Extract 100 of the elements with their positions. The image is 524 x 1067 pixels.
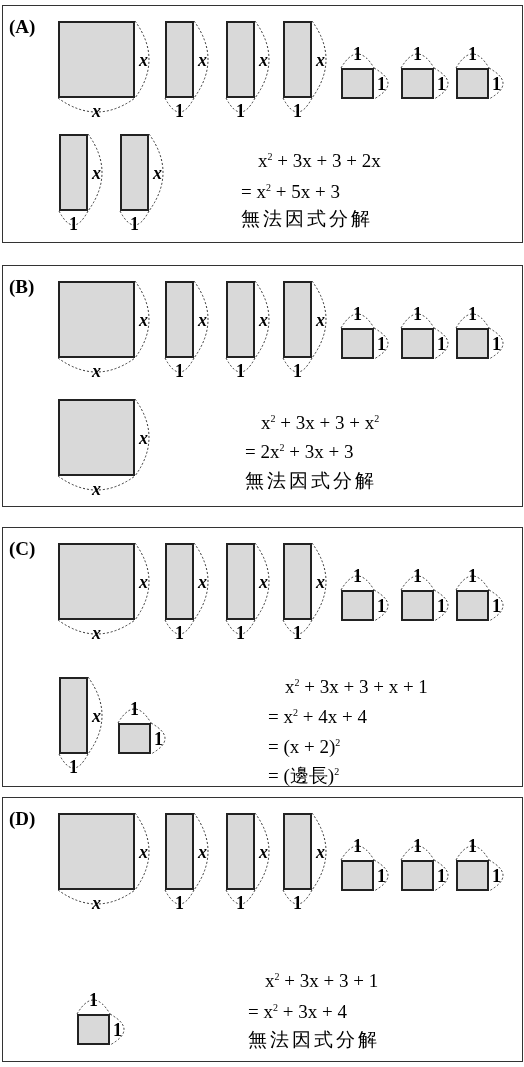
dimension-label: 1 — [413, 836, 422, 856]
dimension-label: 1 — [413, 44, 422, 64]
algebra-tile — [283, 281, 312, 358]
algebra-tile — [58, 543, 135, 620]
dimension-label: x — [259, 309, 268, 330]
dimension-label: x — [259, 49, 268, 70]
equation: x$^{2}$ + 3x + 3 + x + 1 — [285, 675, 428, 700]
dimension-label: 1 — [175, 101, 184, 121]
dimension-label: 1 — [353, 304, 362, 324]
algebra-tile — [58, 399, 135, 476]
dimension-label: x — [198, 309, 207, 330]
panel-label: (A) — [9, 16, 36, 38]
panel-frame — [2, 5, 523, 243]
dimension-label: 1 — [293, 101, 302, 121]
panel-label: (B) — [9, 276, 35, 298]
dimension-label: x — [92, 361, 101, 381]
equation: = x$^{2}$ + 5x + 3 — [241, 180, 340, 205]
algebra-tile — [165, 21, 194, 98]
dimension-label: 1 — [236, 101, 245, 121]
dimension-label: x — [316, 309, 325, 330]
dimension-label: x — [316, 571, 325, 592]
conclusion-text: 無法因式分解 — [241, 207, 373, 231]
dimension-label: x — [139, 841, 148, 862]
equation: = (邊長)$^{2}$ — [268, 764, 340, 789]
equation: x$^{2}$ + 3x + 3 + 1 — [265, 969, 379, 994]
algebra-tile — [165, 281, 194, 358]
dimension-label: 1 — [437, 865, 446, 886]
conclusion-text: 無法因式分解 — [245, 469, 377, 493]
panel-label: (C) — [9, 538, 36, 560]
dimension-label: 1 — [293, 361, 302, 381]
dimension-label: x — [259, 841, 268, 862]
algebra-tile — [165, 813, 194, 890]
dimension-label: x — [139, 49, 148, 70]
panel-frame — [2, 797, 523, 1062]
dimension-label: 1 — [89, 990, 98, 1010]
algebra-tile — [341, 590, 374, 621]
dimension-label: 1 — [377, 865, 386, 886]
dimension-label: 1 — [175, 893, 184, 913]
dimension-label: 1 — [353, 566, 362, 586]
dimension-label: 1 — [377, 333, 386, 354]
dimension-label: x — [316, 841, 325, 862]
dimension-label: 1 — [492, 333, 501, 354]
dimension-label: 1 — [437, 595, 446, 616]
panel-label: (D) — [9, 808, 36, 830]
algebra-tile — [118, 723, 151, 754]
algebra-tile — [77, 1014, 110, 1045]
algebra-tile — [226, 281, 255, 358]
dimension-label: x — [92, 479, 101, 499]
algebra-tile — [341, 860, 374, 891]
dimension-label: x — [198, 49, 207, 70]
algebra-tile — [401, 860, 434, 891]
algebra-tile — [59, 677, 88, 754]
algebra-tile — [226, 543, 255, 620]
dimension-label: 1 — [353, 836, 362, 856]
dimension-label: 1 — [236, 361, 245, 381]
dimension-label: 1 — [353, 44, 362, 64]
dimension-label: x — [139, 571, 148, 592]
algebra-tile — [456, 860, 489, 891]
algebra-tile — [58, 21, 135, 98]
dimension-label: 1 — [293, 623, 302, 643]
dimension-label: x — [198, 841, 207, 862]
conclusion-text: 無法因式分解 — [248, 1028, 380, 1052]
dimension-label: 1 — [437, 73, 446, 94]
dimension-label: x — [92, 893, 101, 913]
dimension-label: 1 — [175, 623, 184, 643]
dimension-label: 1 — [236, 623, 245, 643]
algebra-tile — [283, 543, 312, 620]
algebra-tile — [401, 590, 434, 621]
equation: x$^{2}$ + 3x + 3 + 2x — [258, 149, 381, 174]
algebra-tile — [456, 68, 489, 99]
dimension-label: 1 — [130, 214, 139, 234]
dimension-label: x — [153, 162, 162, 183]
dimension-label: 1 — [69, 757, 78, 777]
equation: = x$^{2}$ + 3x + 4 — [248, 1000, 347, 1025]
algebra-tile — [456, 590, 489, 621]
dimension-label: 1 — [413, 566, 422, 586]
algebra-tile — [165, 543, 194, 620]
dimension-label: 1 — [413, 304, 422, 324]
dimension-label: 1 — [468, 304, 477, 324]
algebra-tile — [226, 813, 255, 890]
algebra-tile — [120, 134, 149, 211]
dimension-label: x — [139, 309, 148, 330]
dimension-label: x — [92, 623, 101, 643]
dimension-label: x — [198, 571, 207, 592]
dimension-label: 1 — [130, 699, 139, 719]
algebra-tile — [401, 328, 434, 359]
panel-frame — [2, 527, 523, 787]
dimension-label: 1 — [69, 214, 78, 234]
algebra-tile — [226, 21, 255, 98]
dimension-label: 1 — [492, 73, 501, 94]
panel-frame — [2, 265, 523, 507]
algebra-tile — [341, 328, 374, 359]
dimension-label: 1 — [468, 566, 477, 586]
equation: = (x + 2)$^{2}$ — [268, 735, 341, 760]
algebra-tile — [59, 134, 88, 211]
algebra-tile — [58, 281, 135, 358]
algebra-tile — [456, 328, 489, 359]
algebra-tile — [341, 68, 374, 99]
dimension-label: 1 — [468, 836, 477, 856]
dimension-label: 1 — [154, 728, 163, 749]
